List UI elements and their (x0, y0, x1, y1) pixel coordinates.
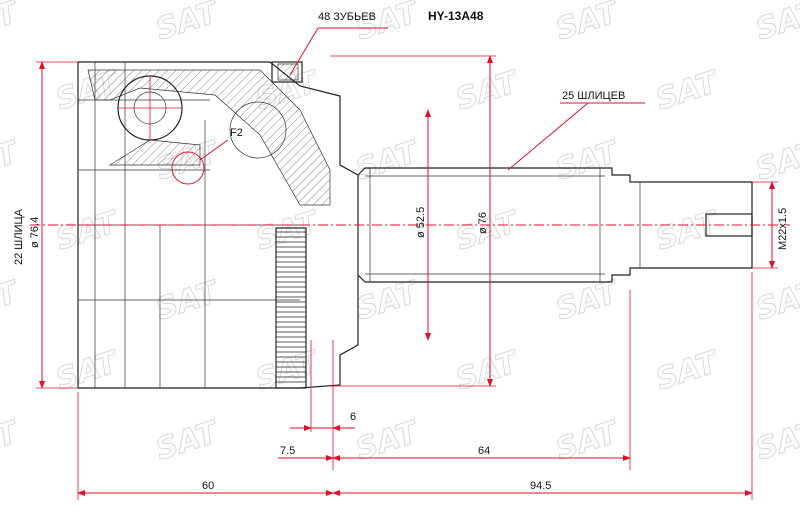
outer-length-label: 94.5 (530, 480, 551, 492)
watermark-text: SAT (152, 0, 225, 48)
watermark-text: SAT (252, 204, 325, 257)
shaft-diameter-label: ø 52.5 (415, 207, 427, 238)
detail-label: F2 (230, 127, 243, 139)
inner-length-label: 60 (202, 480, 214, 492)
watermark-text: SAT (752, 134, 800, 187)
watermark-text: SAT (452, 344, 525, 397)
output-shaft (357, 102, 753, 283)
watermark-text: SAT (752, 0, 800, 48)
shaft-length-label: 64 (478, 445, 490, 457)
watermark-text: SAT (652, 64, 725, 117)
watermark-text: SAT (552, 134, 625, 187)
watermark-text: SAT (752, 414, 800, 467)
watermark-text: SAT (652, 344, 725, 397)
splines-inner-label: 22 ШЛИЦА (13, 208, 25, 265)
watermark-text: SAT (52, 344, 125, 397)
watermark-text: SAT (352, 0, 425, 48)
watermark-text: SAT (552, 414, 625, 467)
watermark-text: SAT (0, 414, 24, 467)
teeth-label: 48 ЗУБЬЕВ (318, 11, 376, 23)
watermark-text: SAT (0, 274, 24, 327)
watermark-text: SAT (352, 414, 425, 467)
dimension-lines (36, 55, 778, 500)
detail-circle (171, 151, 205, 185)
abs-diameter-label: ø 76 (477, 212, 489, 234)
abs-ring (275, 227, 307, 389)
thread-label: M22x1.5 (777, 208, 789, 250)
watermark-text: SAT (552, 0, 625, 48)
flange-offset-label: 7.5 (280, 445, 295, 457)
watermark-text: SAT (152, 414, 225, 467)
flange (271, 27, 319, 83)
watermark-text: SAT (652, 204, 725, 257)
outer-housing (77, 61, 359, 389)
watermark-text: SAT (0, 134, 24, 187)
abs-width-label: 6 (350, 411, 356, 423)
watermark-text: SAT (752, 274, 800, 327)
watermark-text: SAT (352, 134, 425, 187)
watermark-text: SAT (152, 274, 225, 327)
splines-outer-label: 25 ШЛИЦЕВ (562, 90, 625, 102)
part-code: HY-13A48 (428, 9, 484, 23)
watermark-text: SAT (52, 204, 125, 257)
watermark-text: SAT (452, 64, 525, 117)
watermark-text: SAT (0, 0, 24, 48)
housing-diameter-label: ø 76.4 (29, 217, 41, 248)
